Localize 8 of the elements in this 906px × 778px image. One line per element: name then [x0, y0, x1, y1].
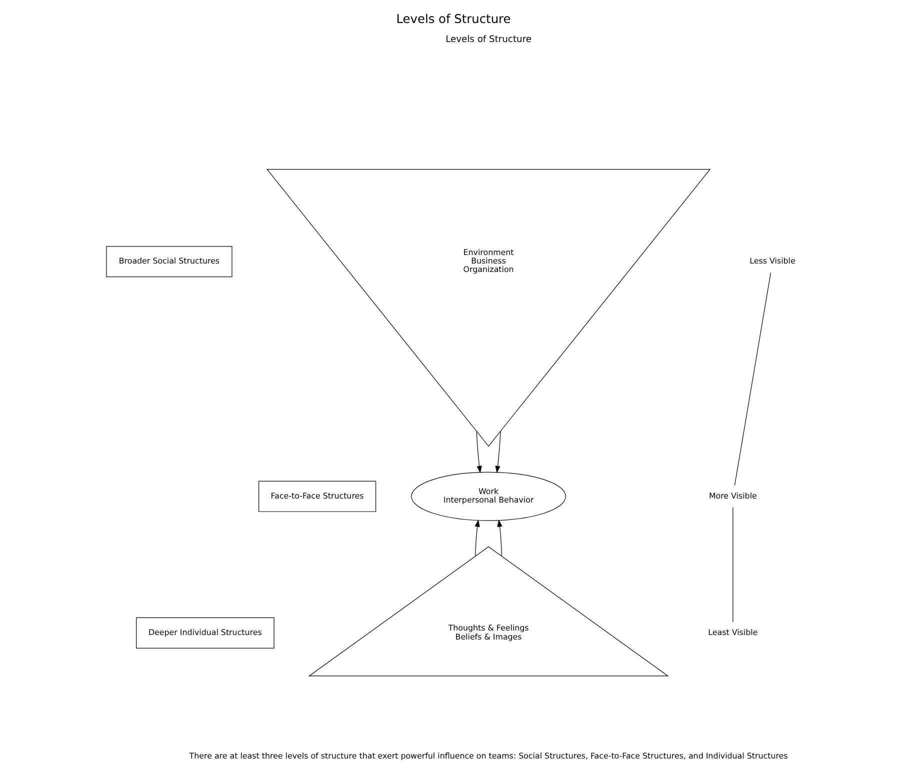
- connector: [732, 507, 733, 622]
- arrow: [494, 430, 500, 474]
- label: Levels of Structure: [445, 35, 531, 46]
- arrow: [496, 520, 502, 557]
- diagram-title: Levels of Structure: [396, 12, 510, 26]
- arrow: [476, 430, 482, 474]
- connector: [734, 272, 771, 486]
- arrow: [474, 520, 480, 557]
